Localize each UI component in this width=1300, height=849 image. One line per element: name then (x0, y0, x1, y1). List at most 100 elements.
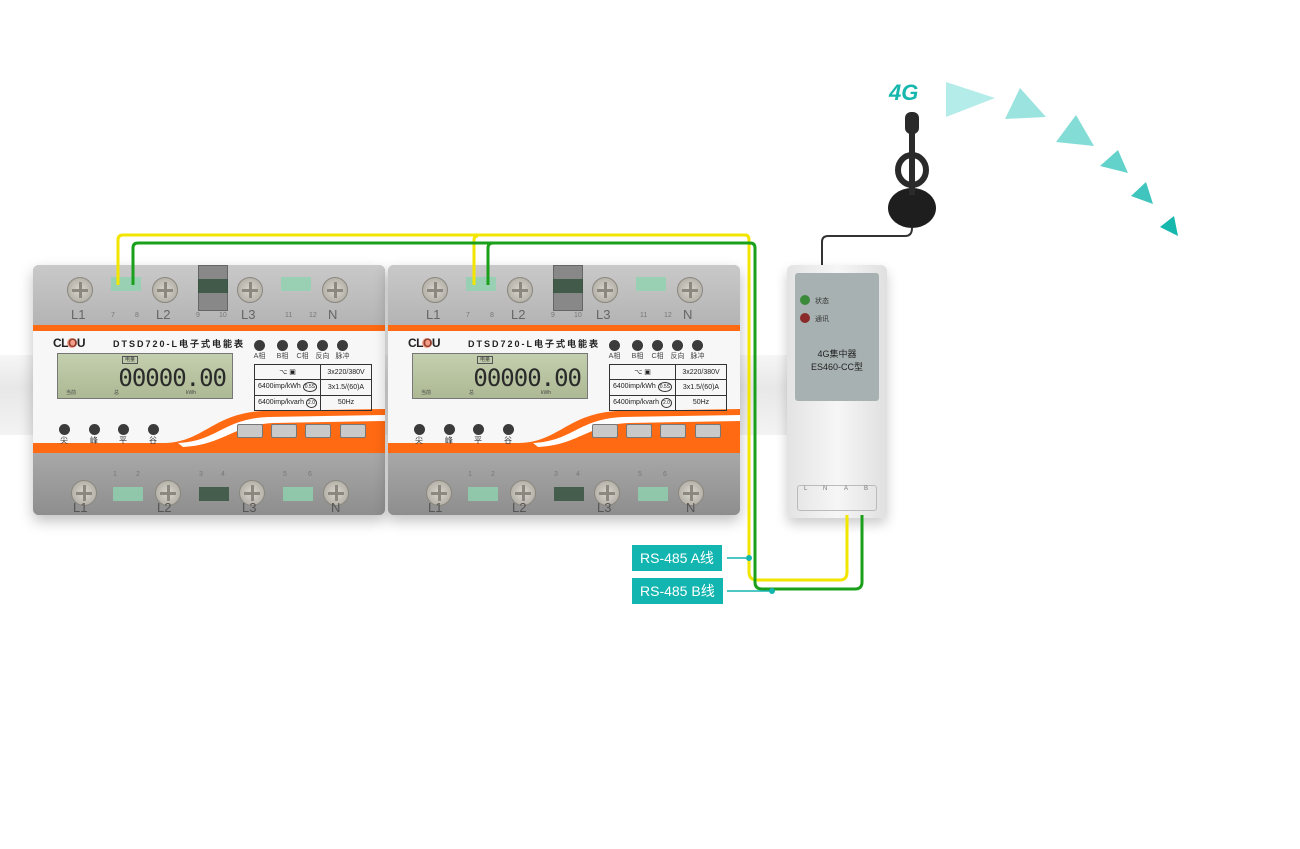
terminal-number: 2 (136, 471, 140, 478)
led-flat (118, 424, 129, 435)
meter-button[interactable] (626, 424, 652, 438)
meter-button[interactable] (660, 424, 686, 438)
energy-meter-2: L1 L2 L3 N 7 8 9 10 11 12 CLOU DTSD720-L… (388, 265, 740, 515)
rate-label: 谷 (149, 436, 157, 445)
spec-active-constant: 6400imp/kWh (257, 383, 301, 391)
rs485-a-label: RS-485 A线 (632, 545, 722, 571)
screw-icon (678, 480, 704, 506)
terminal-number: 9 (551, 312, 555, 319)
terminal-number: 9 (196, 312, 200, 319)
accuracy-class: 0.5S (657, 382, 673, 393)
lcd-total-label: 总 (114, 390, 120, 396)
lcd-display: 电量 00000.00 当前 总 kWh (57, 353, 233, 399)
screw-icon (510, 480, 536, 506)
led-b-phase (632, 340, 643, 351)
network-4g-label: 4G (889, 80, 919, 105)
meter-button[interactable] (271, 424, 297, 438)
orange-stripe (388, 325, 740, 331)
antenna-cable (821, 227, 913, 265)
meter-button[interactable] (237, 424, 263, 438)
energy-reading: 00000.00 (118, 364, 227, 392)
lcd-current-label: 当前 (66, 390, 77, 396)
comm-led (800, 313, 810, 323)
lcd-current-label: 当前 (421, 390, 432, 396)
rs485-a-wire (116, 233, 849, 582)
spec-active-constant: 6400imp/kWh (612, 383, 656, 391)
rate-label: 平 (119, 436, 127, 445)
terminal-number: 10 (219, 312, 227, 319)
terminal-label: B (864, 486, 869, 492)
terminal-label: L (804, 486, 808, 492)
energy-meter-1: L1 L2 L3 N 7 8 9 10 11 12 CLOU DTSD720-L… (33, 265, 385, 515)
led-label: B相 (631, 353, 644, 360)
meter-button[interactable] (592, 424, 618, 438)
led-c-phase (297, 340, 308, 351)
screw-icon (71, 480, 97, 506)
screw-icon (155, 480, 181, 506)
terminal-label: L1 (73, 500, 88, 515)
led-valley (503, 424, 514, 435)
spec-reactive-constant: 6400imp/kvarh (258, 398, 304, 406)
meter-face: CLOU DTSD720-L电子式电能表 电量 00000.00 当前 总 kW… (33, 331, 385, 453)
concentrator-name: 4G集中器 (817, 349, 857, 359)
terminal-label: N (331, 500, 341, 515)
meter-face: CLOU DTSD720-L电子式电能表 电量 00000.00 当前 总 kW… (388, 331, 740, 453)
led-sharp (59, 424, 70, 435)
screw-icon (152, 277, 178, 303)
led-label: B相 (276, 353, 289, 360)
orange-stripe (33, 325, 385, 331)
brand-logo: CLOU (408, 336, 441, 350)
terminal-number: 12 (664, 312, 672, 319)
terminal-label: N (823, 486, 828, 492)
terminal-block (636, 277, 666, 291)
led-peak (89, 424, 100, 435)
spec-reactive-constant: 6400imp/kvarh (613, 398, 659, 406)
meter-title: DTSD720-L电子式电能表 (113, 339, 246, 349)
terminal-number: 5 (638, 471, 642, 478)
led-label: 反向 (315, 353, 330, 360)
meter-button[interactable] (340, 424, 366, 438)
screw-icon (322, 277, 348, 303)
screw-icon (507, 277, 533, 303)
terminal-block (281, 277, 311, 291)
rate-label: 平 (474, 436, 482, 445)
terminal-number: 1 (113, 471, 117, 478)
accuracy-class: 2.0 (660, 397, 672, 408)
led-pulse (692, 340, 703, 351)
terminal-number: 7 (466, 312, 470, 319)
orange-wave (33, 409, 385, 453)
terminal-number: 4 (576, 471, 580, 478)
terminal-number: 4 (221, 471, 225, 478)
screw-icon (67, 277, 93, 303)
terminal-label: L3 (597, 500, 612, 515)
terminal-label: N (683, 307, 693, 322)
screw-icon (592, 277, 618, 303)
terminal-block (468, 487, 498, 501)
meter-button[interactable] (695, 424, 721, 438)
terminal-number: 12 (309, 312, 317, 319)
terminal-number: 6 (663, 471, 667, 478)
rs485-b-dot (769, 588, 775, 594)
terminal-label: N (686, 500, 696, 515)
terminal-label: L2 (157, 500, 172, 515)
signal-arrows-icon (946, 82, 1178, 236)
terminal-block (283, 487, 313, 501)
meter-button[interactable] (305, 424, 331, 438)
terminal-number: 7 (111, 312, 115, 319)
terminal-number: 3 (554, 471, 558, 478)
terminal-block (113, 487, 143, 501)
rs485-b-label: RS-485 B线 (632, 578, 723, 604)
rate-label: 尖 (60, 436, 68, 445)
comm-label: 通讯 (815, 316, 829, 323)
screw-icon (426, 480, 452, 506)
rs485-a-wire-meter2 (472, 234, 479, 285)
terminal-label: L1 (71, 307, 86, 322)
terminal-number: 1 (468, 471, 472, 478)
led-label: A相 (253, 353, 266, 360)
lcd-tag: 电量 (477, 356, 494, 364)
lcd-tag: 电量 (122, 356, 139, 364)
terminal-label: N (328, 307, 338, 322)
led-label: 脉冲 (690, 353, 705, 360)
antenna-icon (888, 112, 936, 228)
